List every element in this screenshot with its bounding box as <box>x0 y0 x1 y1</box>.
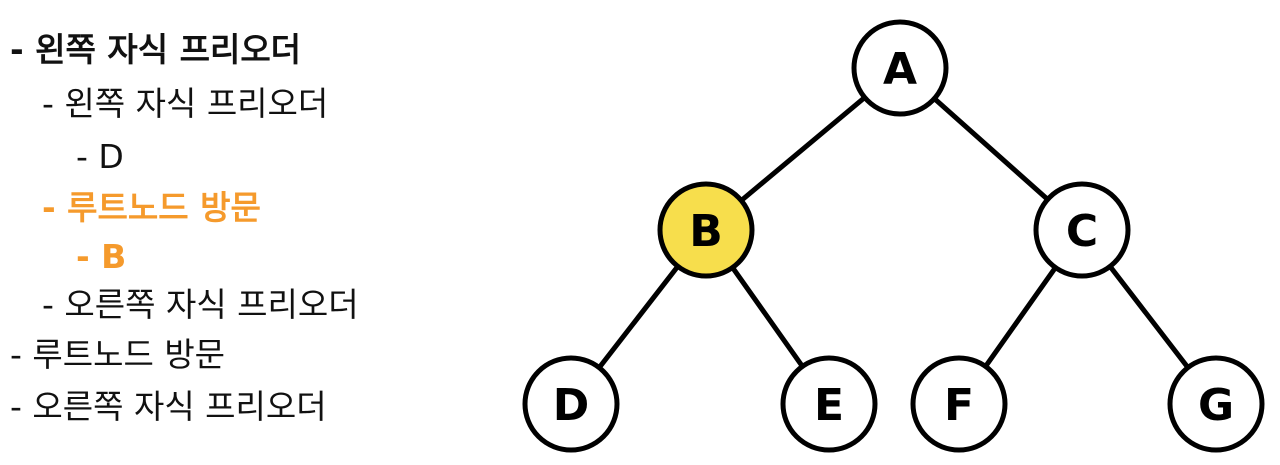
tree-node-g: G <box>1167 355 1265 453</box>
step-2: - 왼쪽 자식 프리오더 <box>42 84 329 123</box>
step-8: - 오른쪽 자식 프리오더 <box>10 387 327 426</box>
node-e-label: E <box>814 380 844 431</box>
node-c-label: C <box>1066 206 1098 257</box>
tree-node-a: A <box>851 19 949 117</box>
step-5: - B <box>76 237 127 276</box>
node-b-circle <box>657 181 755 279</box>
node-f-label: F <box>944 380 974 431</box>
step-3: - D <box>76 137 124 176</box>
node-g-circle <box>1167 355 1265 453</box>
tree-node-c: C <box>1033 181 1131 279</box>
node-d-circle <box>522 355 620 453</box>
node-f-circle <box>910 355 1008 453</box>
node-e-circle <box>780 355 878 453</box>
node-a-circle <box>851 19 949 117</box>
tree-node-f: F <box>910 355 1008 453</box>
step-7: - 루트노드 방문 <box>10 335 226 374</box>
node-a-label: A <box>883 44 917 95</box>
node-c-circle <box>1033 181 1131 279</box>
tree-node-b: B <box>657 181 755 279</box>
node-d-label: D <box>553 380 590 431</box>
node-b-label: B <box>689 206 723 257</box>
step-4: - 루트노드 방문 <box>42 188 261 227</box>
step-1: - 왼쪽 자식 프리오더 <box>10 30 302 69</box>
tree-node-d: D <box>522 355 620 453</box>
tree-node-e: E <box>780 355 878 453</box>
traversal-steps: - 왼쪽 자식 프리오더 - 왼쪽 자식 프리오더 - D - 루트노드 방문 … <box>0 0 500 465</box>
step-6: - 오른쪽 자식 프리오더 <box>42 285 359 324</box>
node-g-label: G <box>1198 380 1234 431</box>
